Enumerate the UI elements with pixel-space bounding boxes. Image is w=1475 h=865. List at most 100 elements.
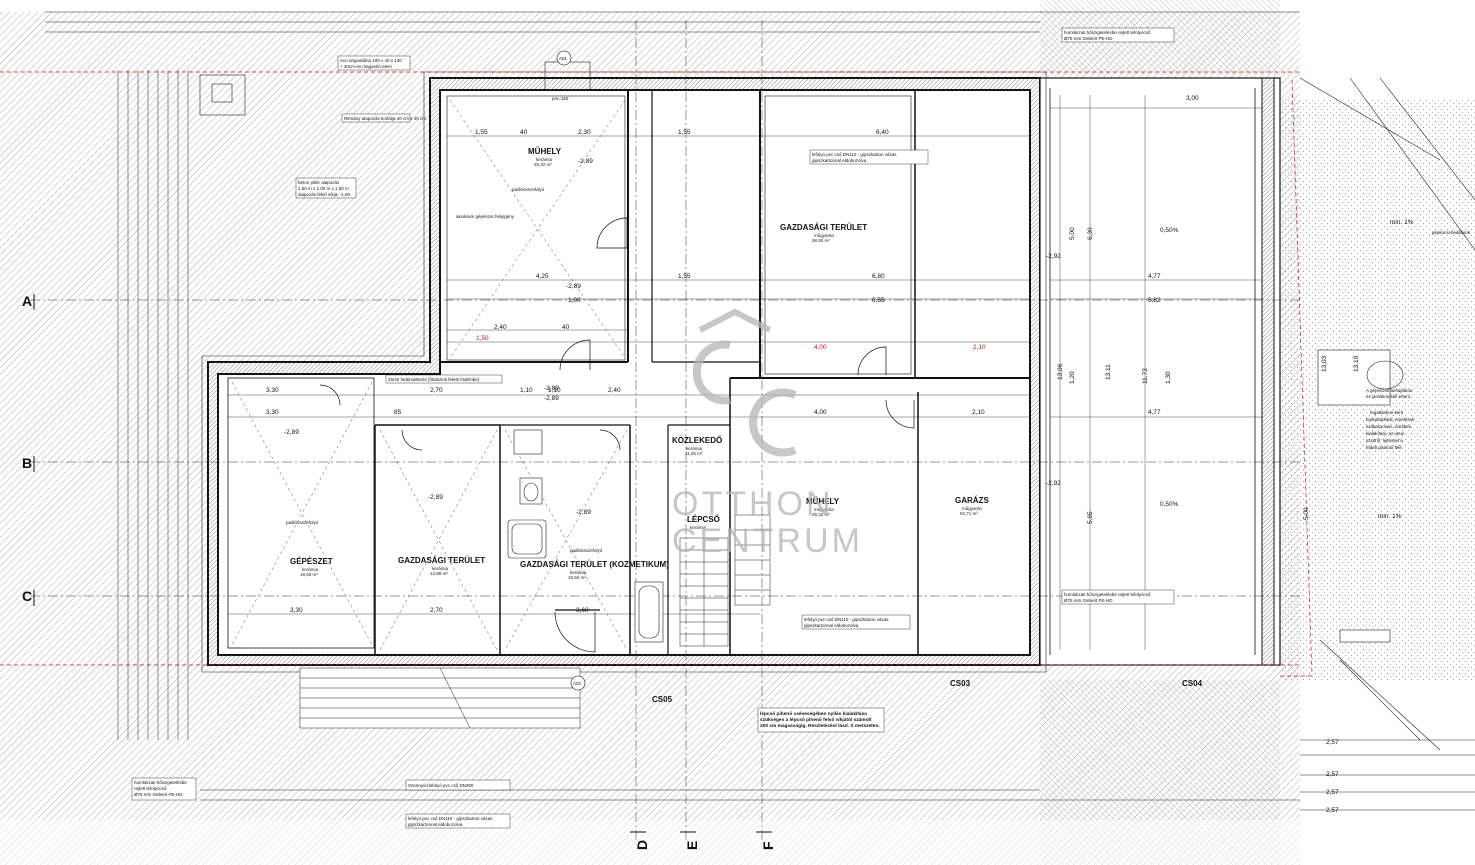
note-13a: A gépészeti behajtókon bbox=[1366, 388, 1413, 393]
note-1a: Aco angoaldina 100 x 40 x 130 bbox=[340, 58, 402, 63]
dim-2: 40 bbox=[520, 129, 528, 136]
room-gazdasagi-kozm-floor: kerámia bbox=[570, 570, 587, 575]
note-13b: és járdákon kell érteni bbox=[1366, 394, 1410, 399]
tag-cs03: CS03 bbox=[950, 679, 971, 688]
room-garazs-name: GARÁZS bbox=[955, 496, 989, 505]
dim-28: 3,30 bbox=[290, 607, 303, 614]
room-gazdasagi-top-area: 38,50 m² bbox=[812, 238, 830, 243]
note-17c: padlóösszefolyó bbox=[570, 548, 603, 553]
note-3c: alapozás felső síkja: -1,00 bbox=[298, 192, 351, 197]
room-gazdasagi-mid-name: GAZDASÁGI TERÜLET bbox=[398, 556, 485, 565]
dim-41: 5,65 bbox=[1087, 511, 1094, 524]
note-14c: szakaszosan, szintben bbox=[1366, 424, 1412, 429]
room-kozlekedo-area: 11,25 m² bbox=[685, 451, 703, 456]
axis-d: D bbox=[634, 840, 650, 850]
dim-46: 13,06 bbox=[1057, 363, 1064, 380]
dim-12: 5,82 bbox=[1148, 297, 1161, 304]
room-lepcso-floor: kerámia bbox=[690, 525, 707, 530]
dim-5: 6,40 bbox=[876, 129, 889, 136]
note-14b: burkolatokkal, emelések bbox=[1366, 417, 1415, 422]
dim-pm: pm=160 bbox=[552, 96, 569, 101]
dim-6: 4,25 bbox=[536, 273, 549, 280]
dim-29: 2,70 bbox=[430, 607, 443, 614]
room-muhely-mid-floor: műgyanta bbox=[814, 507, 834, 512]
dim-45: 1,30 bbox=[1165, 371, 1172, 384]
sanitary-fixtures bbox=[507, 429, 664, 643]
room-gepeszet-area: 19,60 m² bbox=[300, 572, 318, 577]
axis-labels: A B C D E F bbox=[22, 293, 776, 850]
room-gepeszet-floor: kerámia bbox=[302, 567, 319, 572]
dim-13: 2,40 bbox=[494, 324, 507, 331]
dim-16: 4,00 bbox=[814, 344, 827, 351]
note-17a: padlóösszefolyó bbox=[512, 187, 545, 192]
watermark-line-1: OTTHON bbox=[672, 485, 834, 523]
axis-c: C bbox=[22, 588, 32, 604]
room-gazdasagi-mid-area: 12,88 m² bbox=[430, 571, 448, 576]
doors bbox=[319, 217, 915, 653]
room-labels: MŰHELY kerámia 25,42 m² GAZDASÁGI TERÜLE… bbox=[290, 147, 989, 580]
dim-26: 2,10 bbox=[972, 409, 985, 416]
note-10a: lefolyó pvc cső DN110 - gipszkarton váza… bbox=[408, 816, 493, 821]
note-11c: 200 cm magasságig. Részletezést lásd. S … bbox=[760, 723, 880, 729]
note-14d: kialakítani, az utcai bbox=[1366, 431, 1404, 436]
note-12: 25/40 födémáttörés (földszinti feletti f… bbox=[388, 377, 480, 382]
dim-15: 1,50 bbox=[476, 335, 489, 342]
dim-9: 6,80 bbox=[872, 273, 885, 280]
exterior-walls bbox=[201, 71, 1281, 673]
level-8: -2,92 bbox=[1046, 253, 1061, 260]
dim-18: 3,30 bbox=[266, 387, 279, 394]
dim-37: 13,03 bbox=[1321, 355, 1328, 372]
note-17b: padlóösszefolyó bbox=[286, 520, 319, 525]
axis-f: F bbox=[760, 841, 776, 850]
dim-34: 2,57 bbox=[1326, 789, 1339, 796]
axis-a: A bbox=[22, 293, 32, 309]
note-3a: beton pillér alapozás bbox=[298, 180, 340, 185]
slope-2: 0,50% bbox=[1160, 501, 1179, 508]
room-muhely-mid-name: MŰHELY bbox=[806, 497, 840, 506]
room-garazs-area: 92,71 m² bbox=[960, 511, 978, 516]
dimension-texts: 1,55 40 2,30 1,55 6,40 4,25 1,00 1,55 6,… bbox=[266, 95, 1414, 814]
note-16: akvárium gépészet helyigény bbox=[456, 214, 515, 219]
room-muhely-mid-area: 26,32 m² bbox=[812, 512, 830, 517]
level-9: -2,92 bbox=[1046, 480, 1061, 487]
watermark: OTTHON CENTRUM bbox=[672, 308, 860, 560]
room-kozlekedo-name: KÖZLEKEDŐ bbox=[672, 436, 722, 445]
note-5a: homlokzati hőszigetelésbe rejtett lefoly… bbox=[1064, 30, 1151, 35]
dim-31: 3,00 bbox=[1186, 95, 1199, 102]
dim-10: 6,55 bbox=[872, 297, 885, 304]
level-2: -2,89 bbox=[566, 283, 581, 290]
room-muhely-top-area: 25,42 m² bbox=[534, 162, 552, 167]
note-8b: rejtett lefolyócső bbox=[134, 786, 167, 791]
section-tags: CS03 CS04 CS05 A01 A02 bbox=[556, 50, 1203, 704]
level-3: -2,89 bbox=[284, 429, 299, 436]
level-1: -2,89 bbox=[578, 158, 593, 165]
note-11b: szükséges a lépcső pihenő felső síkjától… bbox=[760, 717, 872, 723]
note-14f: fedett parkoló felé bbox=[1366, 445, 1402, 450]
dimension-lines-left bbox=[45, 11, 1475, 811]
note-15: gépkocsi beállások bbox=[1432, 230, 1471, 235]
dim-20: 1,10 bbox=[520, 387, 533, 394]
note-9: Szennyvízlefolyó pvc cső DN300 bbox=[408, 783, 474, 788]
dim-42: 5,00 bbox=[1303, 507, 1310, 520]
room-kozlekedo-floor: kerámia bbox=[686, 446, 703, 451]
stair bbox=[299, 514, 771, 729]
dim-39: 6,30 bbox=[1087, 227, 1094, 240]
tag-a01: A01 bbox=[559, 56, 568, 61]
level-6: -2,89 bbox=[576, 509, 591, 516]
dim-7: 1,00 bbox=[568, 297, 581, 304]
note-11a: lépcső pihenő cséveségében nyílás kialak… bbox=[760, 711, 867, 717]
level-markers: -2,89 -2,89 -2,89 -2,89 -2,89 -2,89 -2,8… bbox=[284, 158, 1061, 516]
room-muhely-top-name: MŰHELY bbox=[528, 147, 562, 156]
dim-21: 1,10 bbox=[548, 387, 561, 394]
dim-22: 2,40 bbox=[608, 387, 621, 394]
dim-23: 3,30 bbox=[266, 409, 279, 416]
note-3b: 1,50 m x 1,00 m x 1,50 m bbox=[298, 186, 349, 191]
note-8c: Ø75 mm Geberit PE-HD bbox=[134, 792, 183, 797]
slope-4: min. 1% bbox=[1378, 513, 1402, 520]
tag-a02: A02 bbox=[573, 681, 582, 686]
dim-19: 2,70 bbox=[430, 387, 443, 394]
note-4a: lefolyó pvc cső DN110 - gipszkarton váza… bbox=[812, 152, 897, 157]
room-lepcso-name: LÉPCSŐ bbox=[687, 515, 720, 524]
dim-1: 1,55 bbox=[475, 129, 488, 136]
